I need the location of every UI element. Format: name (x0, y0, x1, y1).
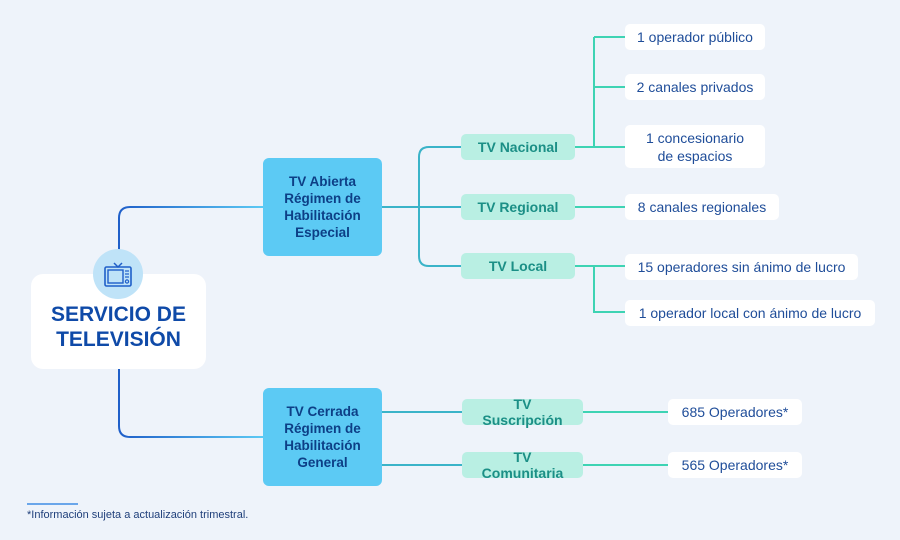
root-title-line1: SERVICIO DE (51, 302, 186, 326)
leaf-comunitaria-operadores: 565 Operadores* (668, 452, 802, 478)
connector-local-leaves (575, 265, 625, 313)
tv-icon-badge (93, 249, 143, 299)
subcategory-tv-local: TV Local (461, 253, 575, 279)
subcategory-tv-suscripcion: TV Suscripción (462, 396, 583, 428)
leaf-operadores-sin-animo-lucro: 15 operadores sin ánimo de lucro (625, 254, 858, 280)
leaf-canales-privados: 2 canales privados (625, 74, 765, 100)
category-tv-cerrada: TV Cerrada Régimen de Habilitación Gener… (263, 388, 382, 486)
tv-icon (104, 262, 132, 287)
connector-root-to-cerrada (118, 369, 264, 438)
leaf-operador-local-con-animo-lucro: 1 operador local con ánimo de lucro (625, 300, 875, 326)
footnote-divider (27, 503, 78, 505)
subcategory-tv-nacional: TV Nacional (461, 134, 575, 160)
subcategory-tv-comunitaria: TV Comunitaria (462, 449, 583, 481)
category-tv-abierta: TV Abierta Régimen de Habilitación Espec… (263, 158, 382, 256)
connector-root-to-abierta (118, 206, 264, 250)
leaf-operador-publico: 1 operador público (625, 24, 765, 50)
connector-abierta-branch (382, 146, 461, 267)
connector-nacional-leaves (575, 36, 625, 148)
leaf-concesionario-espacios: 1 concesionario de espacios (625, 125, 765, 168)
leaf-canales-regionales: 8 canales regionales (625, 194, 779, 220)
leaf-suscripcion-operadores: 685 Operadores* (668, 399, 802, 425)
subcategory-tv-regional: TV Regional (461, 194, 575, 220)
root-title-line2: TELEVISIÓN (56, 327, 181, 351)
footnote-text: *Información sujeta a actualización trim… (27, 509, 249, 521)
connector-cerrada-branch (382, 411, 462, 466)
